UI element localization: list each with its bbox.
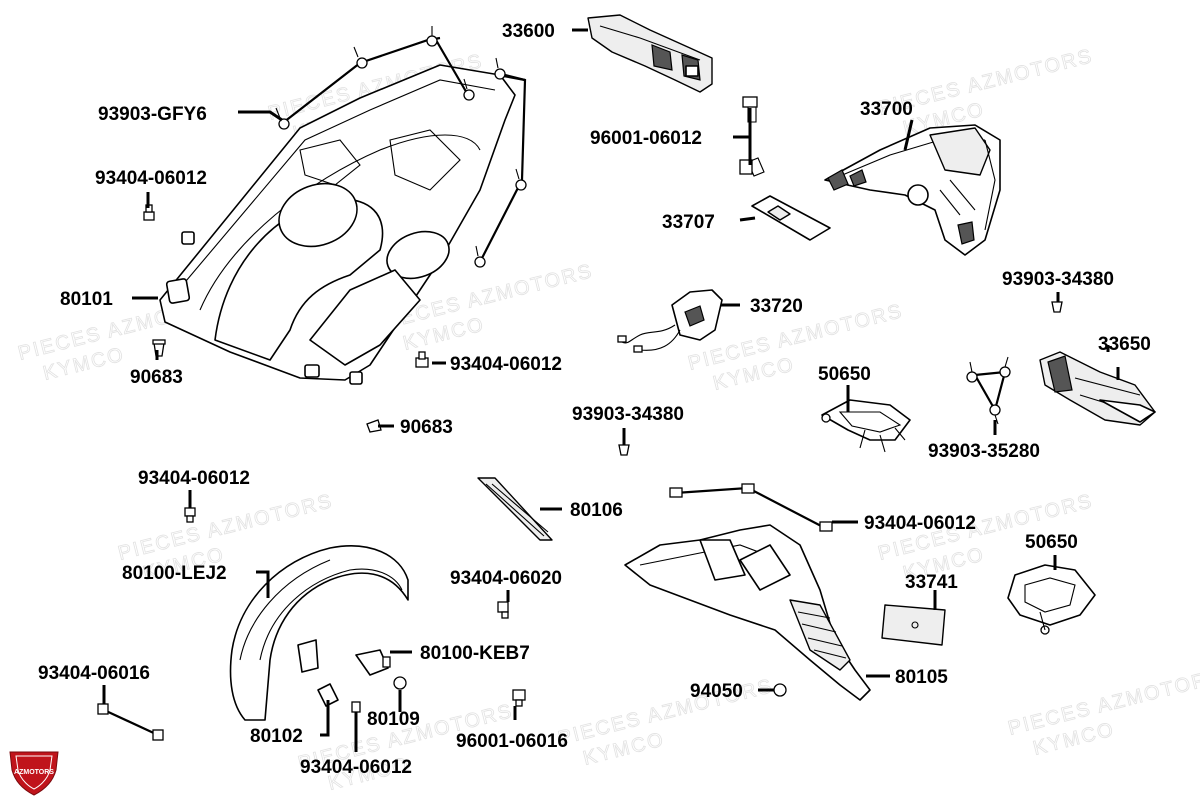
bolt-icon bbox=[497, 601, 509, 619]
license-lamp-drawing bbox=[617, 289, 723, 353]
screw-icon bbox=[353, 46, 368, 69]
part-label-93404-06012: 93404-06012 bbox=[300, 757, 412, 778]
bracket-icon bbox=[317, 683, 339, 707]
clip-icon bbox=[382, 656, 391, 668]
screw-icon bbox=[999, 356, 1011, 378]
screw-icon bbox=[426, 26, 438, 47]
part-label-90683: 90683 bbox=[400, 417, 453, 438]
tail-light-drawing bbox=[824, 124, 1001, 256]
screw-icon bbox=[989, 404, 1001, 425]
bolt-icon bbox=[152, 729, 164, 741]
part-label-90683: 90683 bbox=[130, 367, 183, 388]
washer-icon bbox=[393, 676, 407, 690]
part-label-93903-35280: 93903-35280 bbox=[928, 441, 1040, 462]
part-labels: 33600 93903-GFY6 96001-06012 33700 93404… bbox=[38, 21, 1151, 778]
front-fender-drawing bbox=[229, 545, 409, 721]
part-label-33741: 33741 bbox=[905, 572, 958, 593]
part-label-50650: 50650 bbox=[1025, 532, 1078, 553]
nut-icon bbox=[773, 683, 787, 697]
screw-group-drawing bbox=[966, 356, 1011, 425]
azmotors-logo: AZMOTORS bbox=[9, 751, 59, 796]
bolt-icon bbox=[741, 483, 755, 494]
label-plate-drawing bbox=[881, 604, 946, 646]
part-label-80100-lej2: 80100-LEJ2 bbox=[122, 563, 227, 584]
part-label-33600: 33600 bbox=[502, 21, 555, 42]
bracket-drawing bbox=[1007, 564, 1096, 635]
part-label-94050: 94050 bbox=[690, 681, 743, 702]
clip-icon bbox=[366, 419, 382, 433]
screw-icon bbox=[463, 78, 475, 101]
turn-signal-rear-drawing bbox=[1039, 351, 1156, 426]
part-label-93404-06012: 93404-06012 bbox=[138, 468, 250, 489]
screw-icon bbox=[1051, 301, 1063, 313]
part-label-93404-06012: 93404-06012 bbox=[864, 513, 976, 534]
part-label-93903-34380: 93903-34380 bbox=[1002, 269, 1114, 290]
part-label-96001-06016: 96001-06016 bbox=[456, 731, 568, 752]
clip-icon bbox=[152, 339, 166, 357]
bolt-group-drawing bbox=[669, 483, 833, 532]
leader-lines bbox=[102, 28, 1120, 752]
screw-icon bbox=[275, 107, 290, 130]
part-label-33700: 33700 bbox=[860, 99, 913, 120]
reflector-drawing bbox=[477, 477, 553, 541]
part-label-93903-gfy6: 93903-GFY6 bbox=[98, 104, 207, 125]
part-label-80106: 80106 bbox=[570, 500, 623, 521]
part-label-96001-06012: 96001-06012 bbox=[590, 128, 702, 149]
part-label-33650: 33650 bbox=[1098, 334, 1151, 355]
bolt-icon bbox=[415, 351, 429, 368]
part-label-80100-keb7: 80100-KEB7 bbox=[420, 643, 530, 664]
screw-icon bbox=[474, 245, 486, 268]
bolt-icon bbox=[819, 521, 833, 532]
bolt-icon bbox=[351, 701, 361, 713]
part-label-93404-06012: 93404-06012 bbox=[450, 354, 562, 375]
logo-text: AZMOTORS bbox=[14, 769, 54, 776]
part-label-93404-06016: 93404-06016 bbox=[38, 663, 150, 684]
part-label-93404-06012: 93404-06012 bbox=[95, 168, 207, 189]
part-label-80109: 80109 bbox=[367, 709, 420, 730]
turn-signal-front-drawing bbox=[587, 14, 713, 93]
part-label-33720: 33720 bbox=[750, 296, 803, 317]
part-label-80105: 80105 bbox=[895, 667, 948, 688]
watermark-text: PIECES AZMOTORS bbox=[116, 490, 336, 565]
bolt-icon bbox=[184, 507, 196, 523]
part-label-80101: 80101 bbox=[60, 289, 113, 310]
plate-drawing bbox=[751, 195, 831, 241]
screw-icon bbox=[966, 361, 978, 383]
part-label-50650: 50650 bbox=[818, 364, 871, 385]
part-label-93903-34380: 93903-34380 bbox=[572, 404, 684, 425]
bracket-drawing bbox=[821, 399, 911, 453]
screw-icon bbox=[618, 444, 630, 456]
part-label-93404-06020: 93404-06020 bbox=[450, 568, 562, 589]
bolt-icon bbox=[512, 689, 526, 707]
part-label-33707: 33707 bbox=[662, 212, 715, 233]
bolt-icon bbox=[97, 703, 109, 715]
screw-icon bbox=[515, 168, 527, 191]
bolt-group-drawing bbox=[97, 703, 164, 741]
part-label-80102: 80102 bbox=[250, 726, 303, 747]
screw-icon bbox=[494, 57, 506, 80]
screw-group-drawing bbox=[275, 26, 527, 268]
bolt-icon bbox=[669, 487, 683, 498]
rear-body-cover-drawing bbox=[159, 64, 516, 385]
rear-mudguard-drawing bbox=[624, 524, 871, 701]
